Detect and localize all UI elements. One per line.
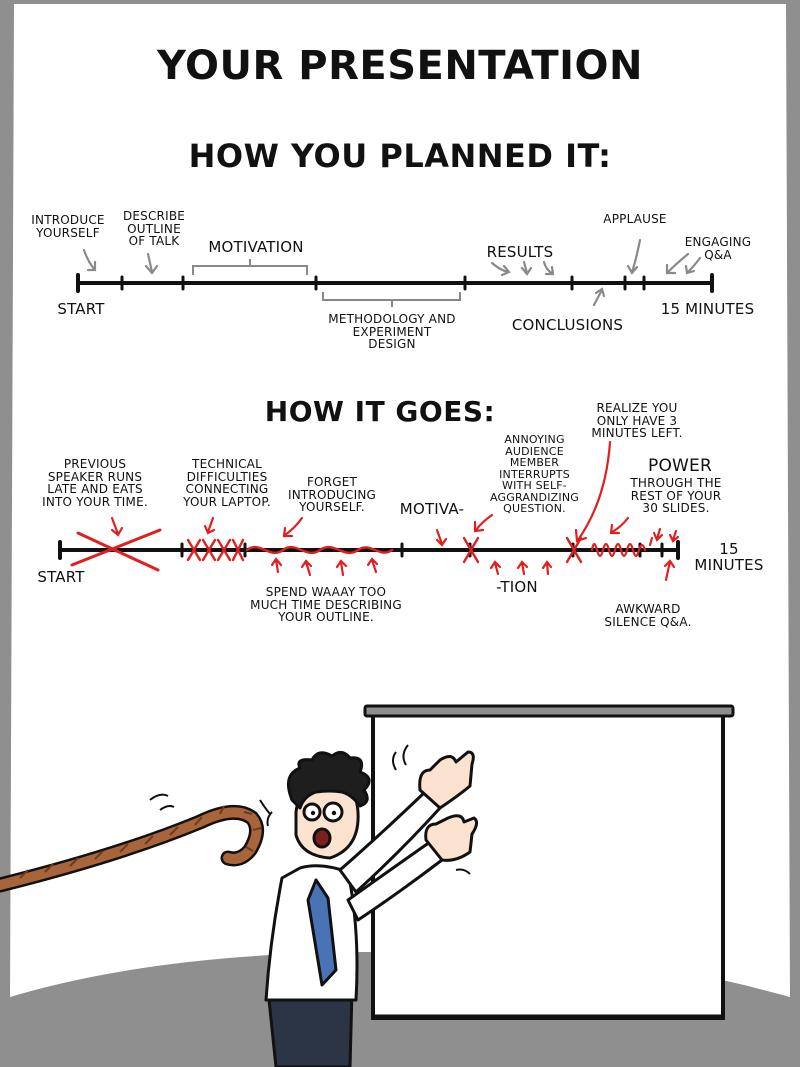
cane-hook	[0, 793, 271, 893]
red-arrows	[110, 440, 680, 582]
label-awkward-silence: AWKWARD SILENCE Q&A.	[604, 602, 692, 629]
label-results: RESULTS	[486, 243, 554, 261]
label-engaging-qa: ENGAGING Q&A	[684, 235, 752, 262]
label-planned-end: 15 MINUTES	[660, 300, 755, 318]
label-planned-start: START	[57, 300, 105, 318]
label-motivation: MOTIVATION	[208, 238, 304, 256]
label-describe-outline: DESCRIBE OUTLINE OF TALK	[122, 209, 186, 249]
label-motiva: MOTIVA-	[399, 500, 465, 518]
label-forget-introducing: FORGET INTRODUCING YOURSELF.	[287, 475, 377, 515]
red-marks	[70, 528, 647, 572]
label-realize-3-minutes: REALIZE YOU ONLY HAVE 3 MINUTES LEFT.	[591, 401, 683, 441]
presenter-character	[264, 744, 479, 1067]
label-goes-start: START	[37, 568, 85, 586]
label-power-rest: THROUGH THE REST OF YOUR 30 SLIDES.	[630, 476, 722, 516]
label-annoying-audience: ANNOYING AUDIENCE MEMBER INTERRUPTS WITH…	[490, 433, 579, 516]
goes-heading: HOW IT GOES:	[264, 395, 496, 428]
label-conclusions: CONCLUSIONS	[511, 316, 624, 334]
label-applause: APPLAUSE	[603, 212, 667, 226]
label-methodology: METHODOLOGY AND EXPERIMENT DESIGN	[328, 312, 456, 352]
label-technical-difficulties: TECHNICAL DIFFICULTIES CONNECTING YOUR L…	[183, 457, 271, 509]
label-previous-speaker: PREVIOUS SPEAKER RUNS LATE AND EATS INTO…	[42, 457, 148, 509]
motivation-bracket	[192, 259, 308, 275]
methodology-bracket	[322, 292, 461, 307]
label-spend-too-much-time: SPEND WAAAY TOO MUCH TIME DESCRIBING YOU…	[250, 585, 402, 625]
planned-timeline	[76, 273, 714, 293]
planned-arrows	[82, 238, 702, 307]
planned-heading: HOW YOU PLANNED IT:	[188, 137, 612, 175]
label-power: POWER	[648, 456, 712, 476]
label-tion: -TION	[496, 578, 538, 596]
label-goes-end: 15 MINUTES	[694, 540, 764, 574]
main-title: YOUR PRESENTATION	[157, 43, 643, 89]
label-introduce-yourself: INTRODUCE YOURSELF	[31, 213, 105, 240]
